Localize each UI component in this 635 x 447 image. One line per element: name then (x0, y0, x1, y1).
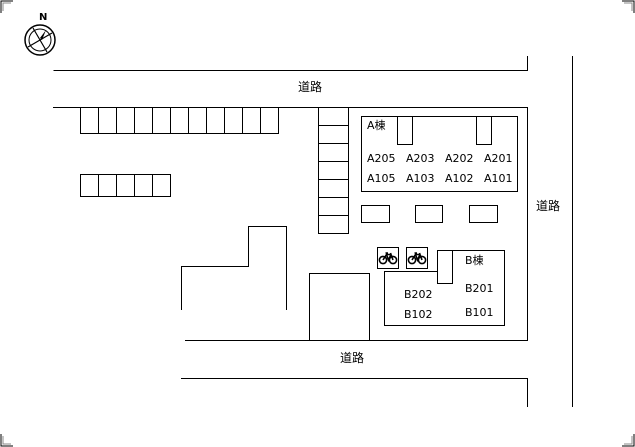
building-b-name: B棟 (465, 254, 484, 267)
unit-label: B101 (465, 306, 494, 319)
unit-label: A103 (406, 172, 435, 185)
unit-label: A102 (445, 172, 474, 185)
building-a-name: A棟 (367, 119, 386, 132)
top-road-label: 道路 (298, 80, 323, 94)
unit-label: A201 (484, 152, 513, 165)
unit-label: A203 (406, 152, 435, 165)
building-a-stair-right (476, 116, 492, 145)
building-b-stair (437, 250, 453, 284)
building-a-outline (361, 116, 518, 192)
neighbor-building-left (181, 226, 287, 310)
lot-boundary (53, 107, 528, 341)
right-road-label: 道路 (536, 199, 561, 213)
parking-front-a-3 (469, 205, 498, 223)
unit-label: A105 (367, 172, 396, 185)
compass-icon (24, 24, 56, 56)
unit-label: A101 (484, 172, 513, 185)
unit-label: B102 (404, 308, 433, 321)
bottom-road-edge (181, 378, 528, 407)
corner-mark-top-right (622, 0, 635, 13)
unit-label: B202 (404, 288, 433, 301)
unit-label: A205 (367, 152, 396, 165)
bottom-road-label: 道路 (340, 351, 365, 365)
corner-mark-bottom-left (0, 434, 13, 447)
unit-label: A202 (445, 152, 474, 165)
parking-front-a-1 (361, 205, 390, 223)
corner-mark-bottom-right (622, 434, 635, 447)
unit-label: B201 (465, 282, 494, 295)
parking-top-row (80, 107, 279, 134)
parking-front-a-2 (415, 205, 443, 223)
compass-north-label: N (39, 12, 48, 23)
bicycle-icon (377, 247, 399, 269)
parking-vertical-column (318, 107, 349, 234)
bicycle-icon (406, 247, 428, 269)
building-a-stair-left (397, 116, 413, 145)
parking-left-small-row (80, 174, 171, 197)
top-road-edge (53, 56, 528, 71)
corner-mark-top-left (0, 0, 13, 13)
neighbor-building-center (309, 273, 370, 341)
